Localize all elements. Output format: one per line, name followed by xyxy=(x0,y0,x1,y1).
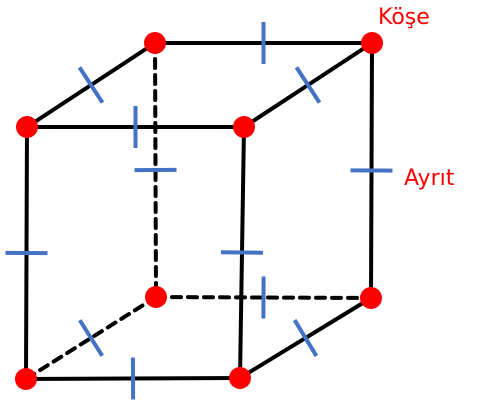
cube-edges xyxy=(24,41,374,381)
edge-mark-back-bottom-right-to-front-bottom-right xyxy=(292,319,319,357)
vertex-back-top-left xyxy=(144,32,166,54)
cube-vertices xyxy=(15,32,383,390)
edge-marks xyxy=(5,22,393,400)
edge-mark-back-top-left-to-front-top-left xyxy=(77,66,105,104)
vertex-front-top-right xyxy=(233,116,255,138)
edge-mark-back-bottom-left-to-front-bottom-left xyxy=(78,319,104,357)
vertex-label: Köşe xyxy=(378,5,430,30)
edge-label: Ayrıt xyxy=(404,166,455,191)
vertex-back-top-right xyxy=(361,32,383,54)
hidden-edge-back-bottom-left-to-back-bottom-right xyxy=(154,295,373,300)
vertex-front-bottom-left xyxy=(15,368,37,390)
vertex-back-bottom-left xyxy=(145,286,167,308)
edge-mark-back-top-right-to-front-top-right xyxy=(294,66,322,104)
vertex-front-top-left xyxy=(16,116,38,138)
vertex-front-bottom-right xyxy=(229,367,251,389)
edge-mark-front-top-right-to-front-bottom-right xyxy=(220,250,264,255)
hidden-edge-back-bottom-left-to-front-bottom-left xyxy=(24,295,158,381)
vertex-back-bottom-right xyxy=(360,287,382,309)
